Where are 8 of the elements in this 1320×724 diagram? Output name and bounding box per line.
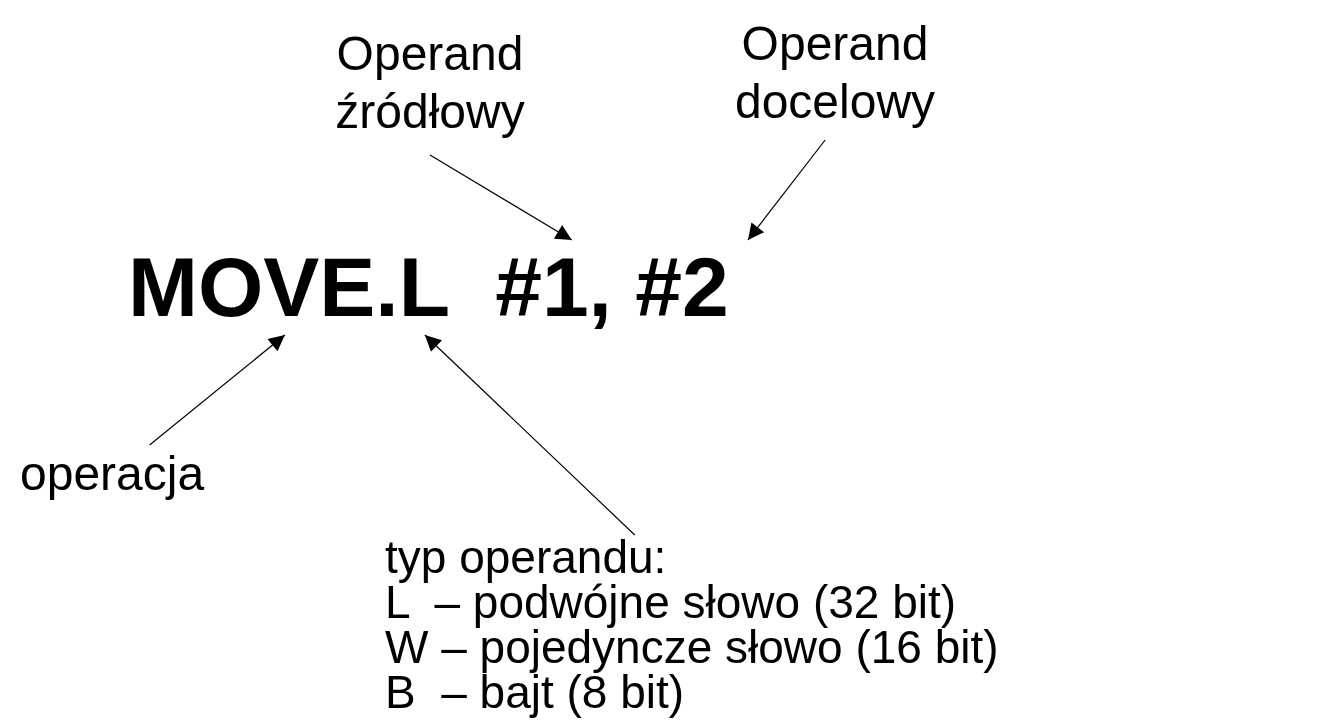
leader-arrow	[149, 334, 286, 446]
leader-arrow	[747, 139, 826, 241]
instruction-text: MOVE.L #1, #2	[128, 240, 753, 335]
annotation-label: Operand docelowy	[690, 15, 980, 140]
annotation-label: operacja	[20, 445, 260, 510]
annotation-label: Operand źródłowy	[300, 25, 560, 155]
leader-arrow	[424, 334, 636, 536]
leader-arrow	[429, 154, 573, 241]
